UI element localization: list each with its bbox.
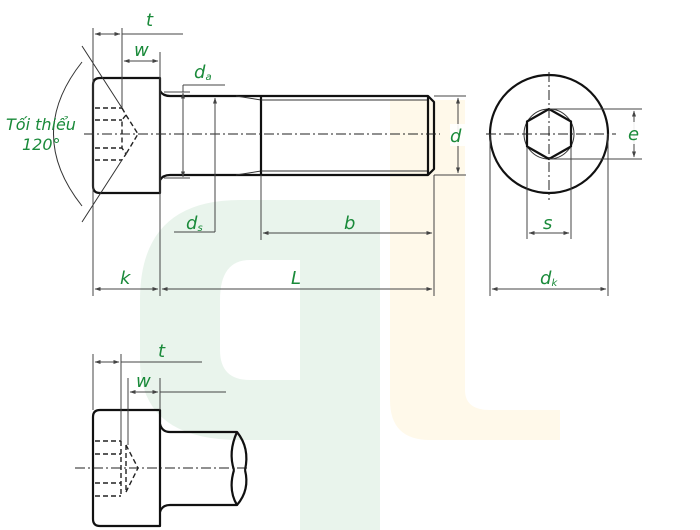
dim-label-e: e bbox=[628, 124, 639, 145]
angle-label-line2: 120° bbox=[22, 135, 61, 154]
side-view: Tối thiểu 120° t w da ds bbox=[6, 10, 466, 296]
detail-dim-label-t: t bbox=[158, 341, 166, 362]
dim-label-d: d bbox=[450, 126, 462, 147]
dim-label-s: s bbox=[543, 213, 552, 234]
dim-label-da: da bbox=[194, 62, 212, 83]
watermark-logo bbox=[140, 100, 560, 530]
dim-label-ds: ds bbox=[186, 213, 203, 234]
end-view: e s dk bbox=[486, 72, 642, 296]
dim-label-t: t bbox=[146, 10, 154, 31]
detail-dim-label-w: w bbox=[136, 371, 151, 392]
dim-label-L: L bbox=[291, 268, 301, 289]
detail-view: t w bbox=[75, 341, 250, 528]
dim-label-k: k bbox=[120, 268, 132, 289]
dim-label-w: w bbox=[134, 40, 149, 61]
dim-label-dk: dk bbox=[540, 268, 558, 289]
dim-label-b: b bbox=[344, 213, 355, 234]
angle-label-line1: Tối thiểu bbox=[6, 115, 76, 134]
